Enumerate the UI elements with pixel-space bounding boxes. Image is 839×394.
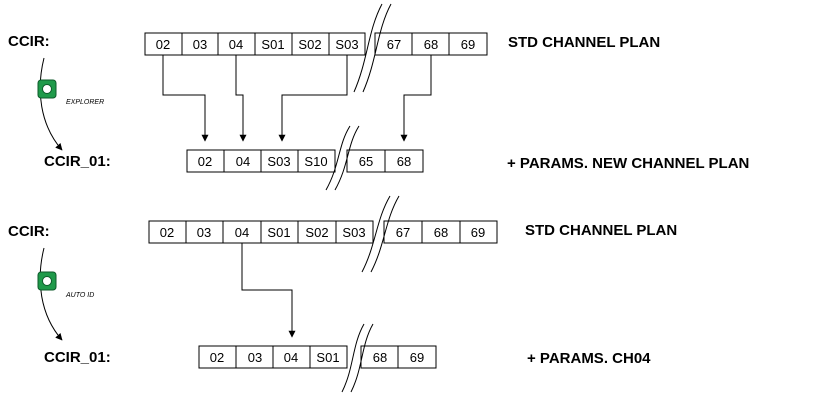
section2-bottom-row: 02 03 04 S01 68 69 xyxy=(198,323,437,393)
section2-top-cell: 04 xyxy=(235,225,249,240)
section2-top-cell: S02 xyxy=(305,225,328,240)
section2-bottom-break xyxy=(341,323,374,393)
section1-bottom-break xyxy=(325,125,360,191)
section2-top-break xyxy=(361,195,400,273)
section2-connectors xyxy=(241,243,296,338)
section1-bottom-cell: 04 xyxy=(236,154,250,169)
section2-bottom-cell: 04 xyxy=(284,350,298,365)
section2-bottom-cell: S01 xyxy=(316,350,339,365)
section2-bottom-cell: 03 xyxy=(248,350,262,365)
section1-bottom-cell: S03 xyxy=(267,154,290,169)
section1-bottom-caption: + PARAMS. NEW CHANNEL PLAN xyxy=(507,155,749,172)
section1-bottom-cell: 65 xyxy=(359,154,373,169)
section2-top-label: CCIR: xyxy=(8,223,50,240)
section1-bottom-cell: 02 xyxy=(198,154,212,169)
section1-top-cell: S02 xyxy=(298,37,321,52)
section2-tool-label: AUTO ID xyxy=(65,292,94,299)
section1-top-break xyxy=(353,3,392,93)
section1-connectors xyxy=(162,55,432,142)
section2-top-cell: 69 xyxy=(471,225,485,240)
section1-top-cell: 03 xyxy=(193,37,207,52)
section1-bottom-cell: 68 xyxy=(397,154,411,169)
section1-top-cell: 04 xyxy=(229,37,243,52)
section1-top-cell: S03 xyxy=(335,37,358,52)
section2-top-row: 02 03 04 S01 S02 S03 67 68 69 xyxy=(148,195,498,273)
section1-top-cell: 69 xyxy=(461,37,475,52)
section1-top-cell: 02 xyxy=(156,37,170,52)
section2-bottom-cell: 68 xyxy=(373,350,387,365)
section2-bottom-cell: 02 xyxy=(210,350,224,365)
section1-top-row: 02 03 04 S01 S02 S03 67 68 69 xyxy=(144,3,488,93)
section2-top-cell: 03 xyxy=(197,225,211,240)
section1-top-label: CCIR: xyxy=(8,33,50,50)
section2-bottom-label: CCIR_01: xyxy=(44,349,111,366)
section2-tool-curve xyxy=(39,247,63,341)
section2-bottom-cell: 69 xyxy=(410,350,424,365)
section1-tool: EXPLORER xyxy=(37,57,104,151)
section1-tool-label: EXPLORER xyxy=(66,99,104,106)
section1-top-caption: STD CHANNEL PLAN xyxy=(508,34,660,51)
section1-top-cell: S01 xyxy=(261,37,284,52)
section1-top-cell: 68 xyxy=(424,37,438,52)
section2-top-cell: 02 xyxy=(160,225,174,240)
section2-top-cell: 68 xyxy=(434,225,448,240)
section2-top-caption: STD CHANNEL PLAN xyxy=(525,222,677,239)
section1-bottom-label: CCIR_01: xyxy=(44,153,111,170)
section1-top-cell: 67 xyxy=(387,37,401,52)
section2-top-cell: S03 xyxy=(342,225,365,240)
section1-bottom-cell: S10 xyxy=(304,154,327,169)
section2-tool: AUTO ID xyxy=(37,247,94,341)
section2-top-cell: 67 xyxy=(396,225,410,240)
section1-bottom-row: 02 04 S03 S10 65 68 xyxy=(186,125,424,191)
section2-top-cell: S01 xyxy=(267,225,290,240)
section1-tool-curve xyxy=(39,57,63,151)
section2-bottom-caption: + PARAMS. CH04 xyxy=(527,350,651,367)
